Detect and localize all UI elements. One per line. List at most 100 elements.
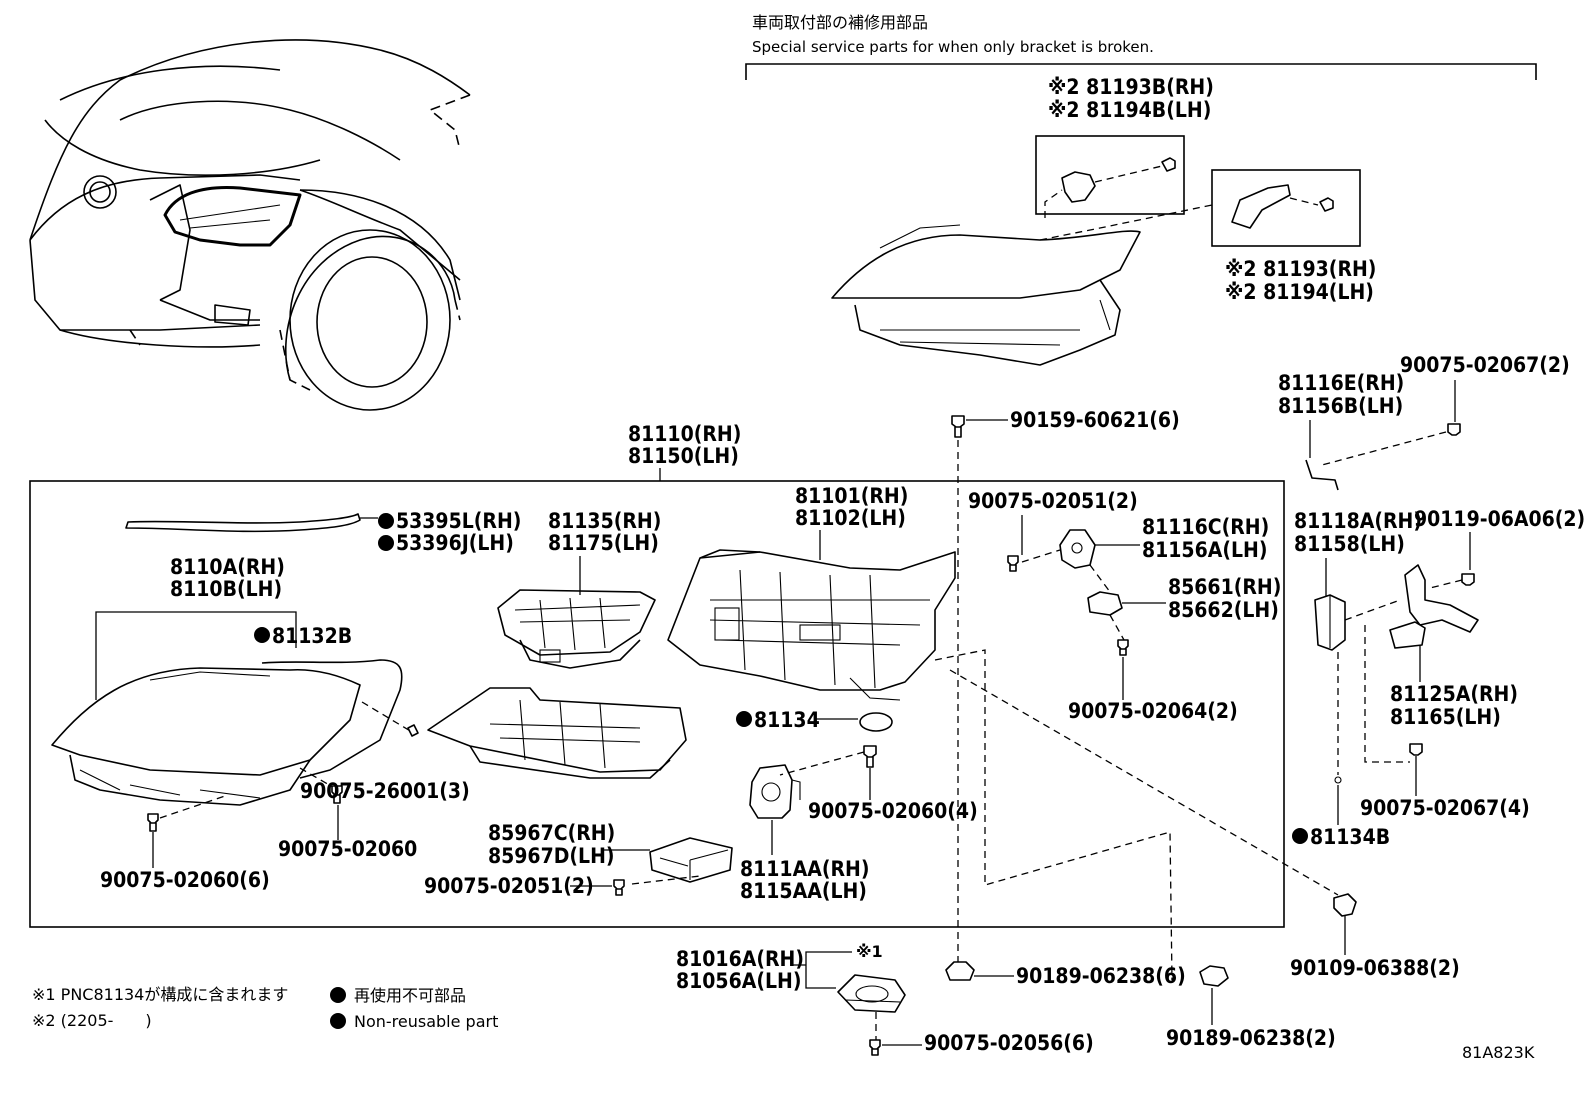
- label-90189-6: 90189-06238(6): [1016, 964, 1186, 988]
- label-90109: 90109-06388(2): [1290, 956, 1460, 980]
- nonreusable-dot-icon: [330, 987, 346, 1003]
- label-85661: 85661(RH): [1168, 575, 1281, 599]
- label-81156b: 81156B(LH): [1278, 394, 1403, 418]
- bezel-illustration: [427, 687, 687, 779]
- label-81102: 81102(LH): [795, 506, 906, 530]
- ecu-85967c-illustration: [649, 837, 733, 883]
- oring-icon: [1334, 776, 1342, 784]
- nonreusable-dot-icon: [254, 627, 270, 643]
- screw-icon: [147, 813, 159, 832]
- bracket-box-81193b: [1035, 135, 1185, 215]
- label-90075-02060: 90075-02060: [278, 837, 417, 861]
- service-parts-bracket: [745, 63, 1537, 80]
- label-8111aa: 8111AA(RH): [740, 857, 869, 881]
- screw-icon: [331, 785, 343, 804]
- actuator-8111aa-illustration: [749, 764, 801, 819]
- label-81101: 81101(RH): [795, 484, 908, 508]
- label-53396j: 53396J(LH): [396, 531, 514, 555]
- bracket-81116c-illustration: [1059, 529, 1096, 569]
- bracket-81116e-icon: [1305, 459, 1339, 491]
- nonreusable-dot-icon: [378, 513, 394, 529]
- label-81110: 81110(RH): [628, 422, 741, 446]
- headlamp-housing-illustration: [667, 549, 956, 701]
- screw-icon: [1007, 555, 1019, 572]
- nonreusable-dot-icon: [1292, 828, 1308, 844]
- bolt-90109-icon: [1333, 893, 1357, 917]
- label-mark1: ※1: [856, 942, 883, 961]
- clip-90189-icon: [945, 961, 975, 981]
- sensor-85661-illustration: [1087, 591, 1123, 616]
- screw-icon: [1461, 573, 1475, 586]
- label-81135: 81135(RH): [548, 509, 661, 533]
- label-90159: 90159-60621(6): [1010, 408, 1180, 432]
- bracket-81193-icon: [1231, 184, 1291, 229]
- bracket-box-81193: [1211, 169, 1361, 247]
- service-parts-title-en: Special service parts for when only brac…: [752, 38, 1154, 56]
- label-81056a: 81056A(LH): [676, 969, 801, 993]
- label-53395l: 53395L(RH): [396, 509, 521, 533]
- legend-nonreusable-en: Non-reusable part: [354, 1012, 498, 1031]
- label-81118a: 81118A(RH): [1294, 509, 1422, 533]
- nonreusable-dot-icon: [378, 535, 394, 551]
- label-81134b: 81134B: [1310, 825, 1390, 849]
- label-8110a: 8110A(RH): [170, 555, 285, 579]
- label-90119: 90119-06A06(2): [1414, 507, 1585, 531]
- label-81116e: 81116E(RH): [1278, 371, 1404, 395]
- screw-icon: [613, 879, 625, 896]
- clip-icon: [407, 724, 419, 737]
- bolt-icon: [1161, 157, 1176, 172]
- label-90075-02064: 90075-02064(2): [1068, 699, 1238, 723]
- leveling-ecu-81016a-illustration: [837, 974, 906, 1013]
- seal-strip-53395l-icon: [125, 513, 361, 533]
- label-85967c: 85967C(RH): [488, 821, 615, 845]
- label-90075-02051-2b: 90075-02051(2): [424, 874, 594, 898]
- screw-icon: [1409, 743, 1423, 756]
- vehicle-front-illustration: [29, 39, 471, 411]
- label-81158: 81158(LH): [1294, 532, 1405, 556]
- gasket-81134-icon: [859, 712, 893, 732]
- label-90075-02067-4: 90075-02067(4): [1360, 796, 1530, 820]
- label-8115aa: 8115AA(LH): [740, 879, 867, 903]
- screw-icon: [869, 1039, 881, 1056]
- label-8110b: 8110B(LH): [170, 577, 282, 601]
- bolt-90159-icon: [951, 415, 965, 438]
- label-81194b: ※2 81194B(LH): [1048, 98, 1211, 122]
- label-81193b: ※2 81193B(RH): [1048, 75, 1214, 99]
- assembly-frame: [29, 480, 1285, 928]
- label-81132b: 81132B: [272, 624, 352, 648]
- legend-note1: ※1 PNC81134が構成に含まれます: [32, 985, 288, 1004]
- label-85967d: 85967D(LH): [488, 844, 615, 868]
- label-81134: 81134: [754, 708, 820, 732]
- label-81165: 81165(LH): [1390, 705, 1501, 729]
- screw-icon: [1117, 639, 1129, 656]
- label-81116c: 81116C(RH): [1142, 515, 1269, 539]
- label-90075-02067-2: 90075-02067(2): [1400, 353, 1570, 377]
- headlamp-lens-illustration: [51, 659, 403, 806]
- bracket-81125a-illustration: [1389, 564, 1479, 649]
- legend-note2: ※2 (2205- ): [32, 1011, 152, 1030]
- label-81016a: 81016A(RH): [676, 947, 804, 971]
- bracket-81193b-icon: [1061, 171, 1096, 203]
- label-90075-26001: 90075-26001(3): [300, 779, 470, 803]
- clip-90189-icon: [1199, 965, 1229, 987]
- screw-icon: [1447, 423, 1461, 436]
- label-81150: 81150(LH): [628, 444, 739, 468]
- label-90075-02060-4: 90075-02060(4): [808, 799, 978, 823]
- label-81194: ※2 81194(LH): [1225, 280, 1374, 304]
- service-parts-title-jp: 車両取付部の補修用部品: [752, 13, 928, 32]
- diagram-code: 81A823K: [1462, 1043, 1535, 1062]
- led-module-81135-illustration: [497, 589, 656, 669]
- label-85662: 85662(LH): [1168, 598, 1279, 622]
- label-90075-02056: 90075-02056(6): [924, 1031, 1094, 1055]
- label-81125a: 81125A(RH): [1390, 682, 1518, 706]
- screw-icon: [863, 745, 877, 768]
- bracket-81118a-illustration: [1314, 594, 1346, 651]
- label-81156a: 81156A(LH): [1142, 538, 1267, 562]
- bolt-icon: [1319, 197, 1334, 212]
- label-90189-2: 90189-06238(2): [1166, 1026, 1336, 1050]
- label-90075-02060-6: 90075-02060(6): [100, 868, 270, 892]
- nonreusable-dot-icon: [330, 1013, 346, 1029]
- label-90075-02051-2a: 90075-02051(2): [968, 489, 1138, 513]
- label-81193: ※2 81193(RH): [1225, 257, 1376, 281]
